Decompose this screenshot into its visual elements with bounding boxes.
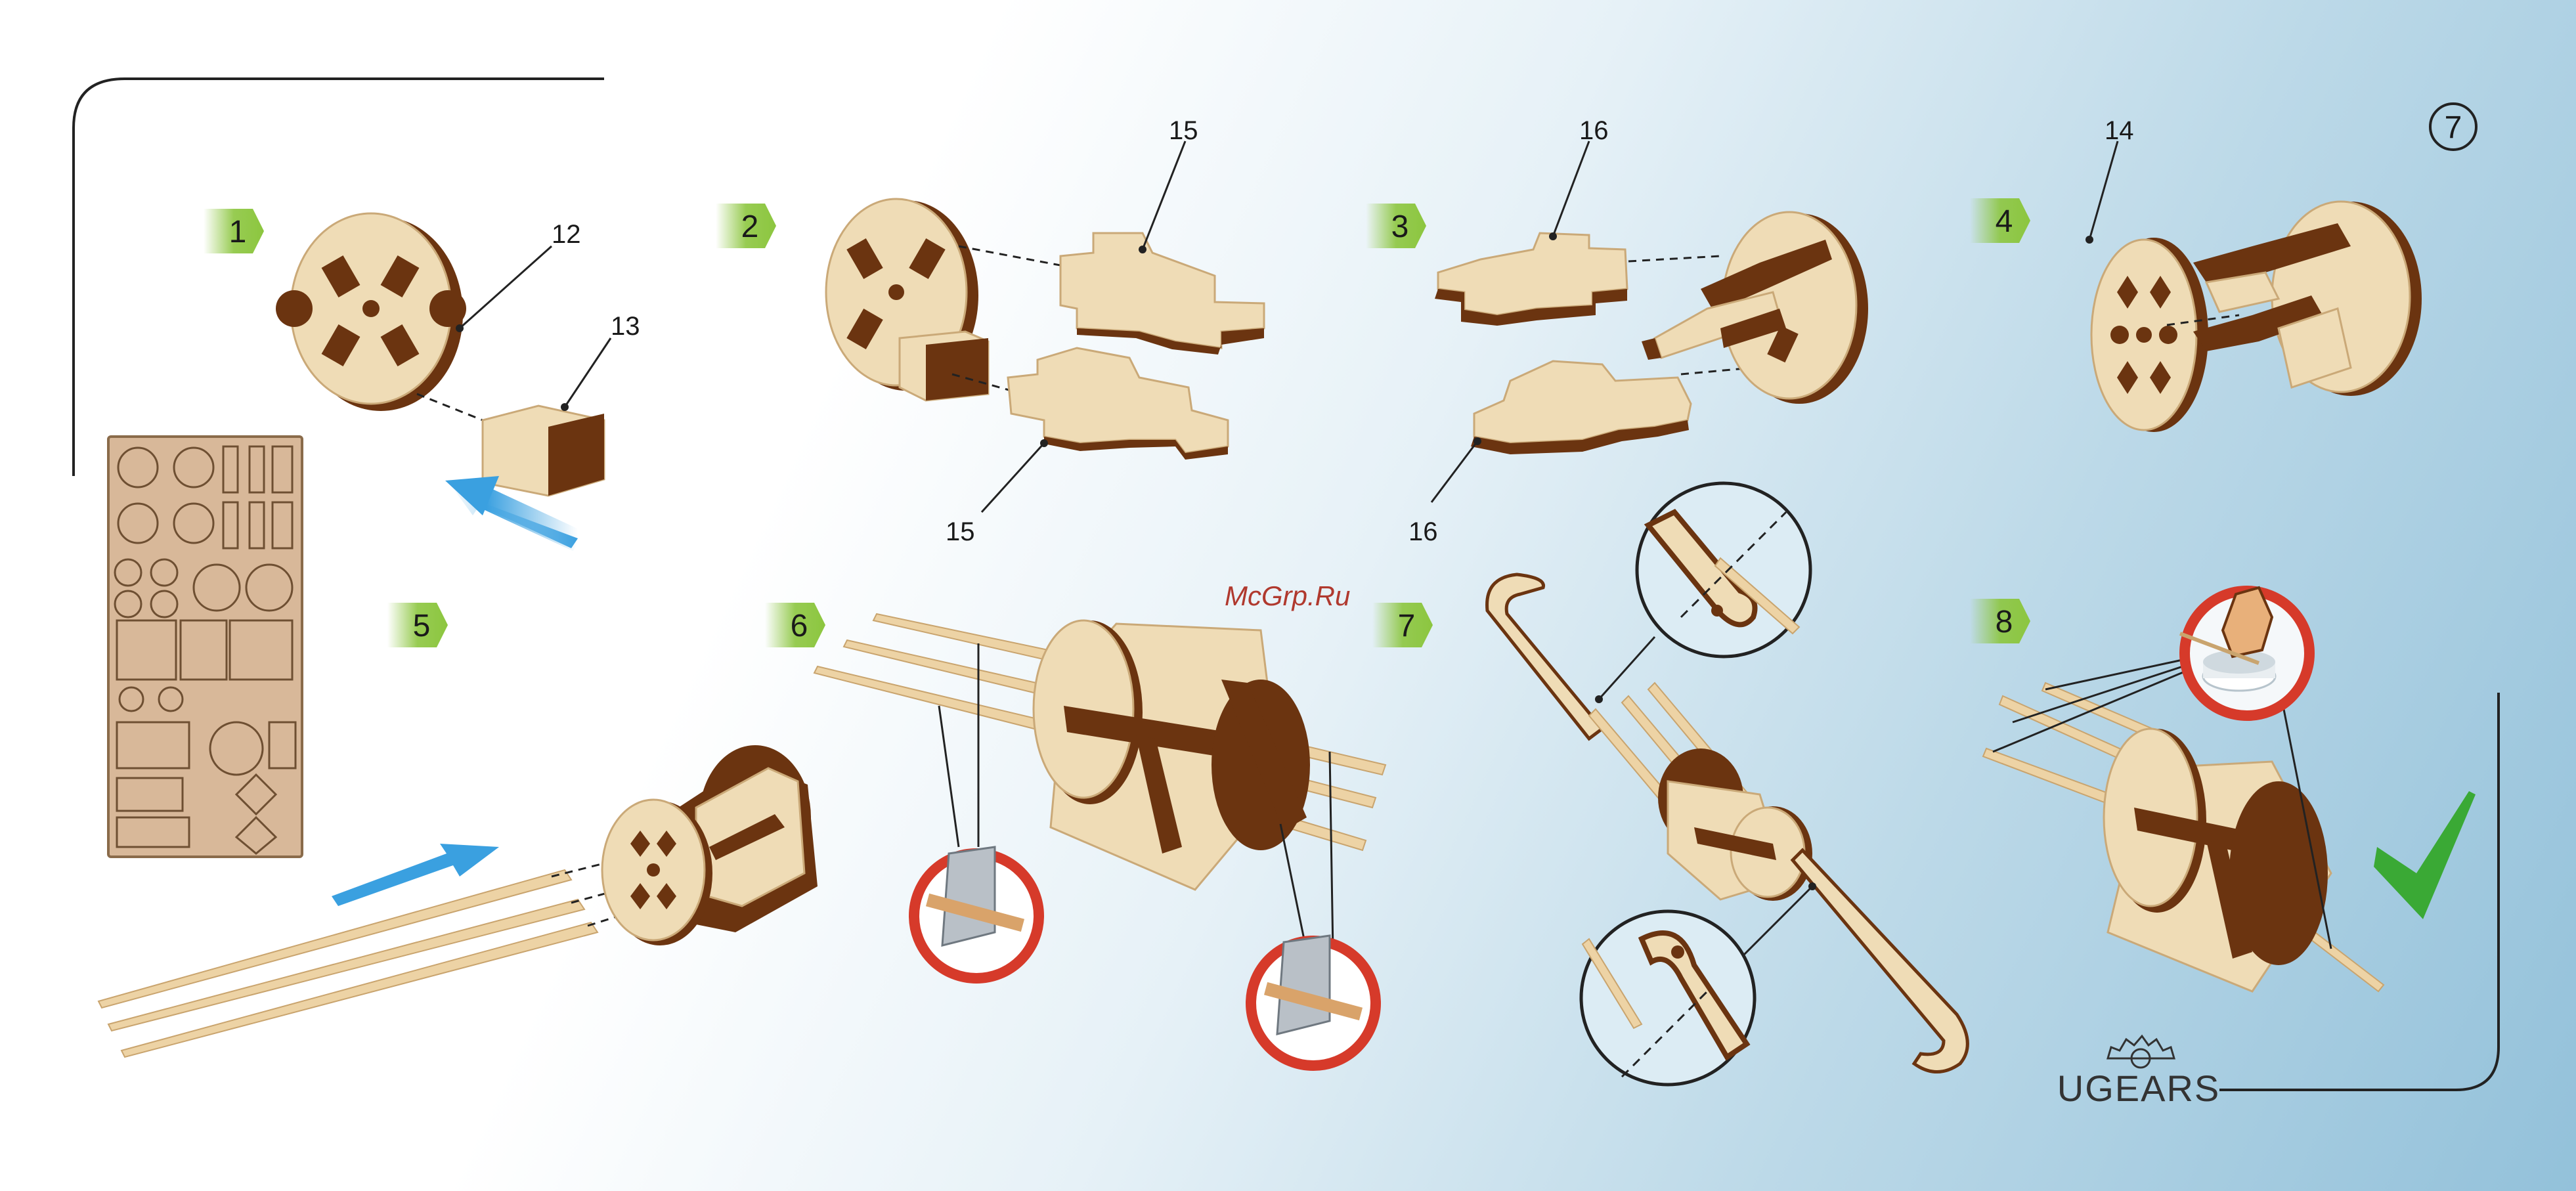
parts-sheet: [108, 437, 302, 857]
arrow-shaft-1: [486, 498, 578, 541]
knife-blade-icon: [914, 847, 1039, 978]
ugears-logo: UGEARS: [2057, 1036, 2221, 1109]
leader-12: [460, 246, 552, 328]
watermark: McGrp.Ru: [1225, 580, 1350, 611]
checkmark-icon: [2374, 791, 2476, 919]
gear-icon: [2108, 1036, 2174, 1068]
leader-16-top: [1553, 141, 1589, 236]
leader-6d: [1280, 824, 1307, 952]
step-number-6: 6: [791, 609, 808, 643]
leader-16-bottom: [1431, 441, 1477, 502]
guide-line-2a: [959, 246, 1064, 266]
step-badge-1: 1: [204, 209, 264, 253]
part-label-14: 14: [2105, 116, 2134, 145]
detail-circle-bottom: [1581, 911, 1755, 1085]
step-number-4: 4: [1996, 204, 2013, 239]
step-badge-6: 6: [765, 603, 825, 647]
part-label-15-top: 15: [1169, 116, 1198, 145]
step-badge-7: 7: [1372, 603, 1433, 647]
step-3-disc-part: [1642, 212, 1868, 404]
leader-15-bottom: [982, 443, 1044, 512]
leader-7a: [1599, 637, 1655, 699]
part-label-15-bottom: 15: [946, 517, 975, 546]
leader-14: [2089, 141, 2118, 240]
step-number-3: 3: [1391, 209, 1409, 244]
step-7-assembly: [1658, 748, 1812, 901]
part-label-16-top: 16: [1579, 116, 1609, 145]
brand-name: UGEARS: [2057, 1068, 2221, 1109]
part-label-13: 13: [611, 312, 640, 341]
step-number-8: 8: [1996, 605, 2013, 639]
step-1-disc-part: [276, 213, 466, 411]
detail-circle-top: [1637, 483, 1810, 657]
step-6-assembly: [1034, 620, 1310, 890]
step-number-1: 1: [229, 215, 247, 249]
step-2-part-15-top: [1060, 233, 1264, 355]
step-badge-2: 2: [716, 204, 776, 248]
step-7-hook-top: [1487, 574, 1602, 739]
step-7-hook-bottom: [1793, 850, 1967, 1072]
part-label-12: 12: [552, 220, 581, 249]
leader-6b: [939, 706, 959, 847]
guide-line-3a: [1628, 256, 1720, 261]
step-badge-3: 3: [1366, 204, 1426, 248]
knife-blade-icon-2: [1251, 936, 1376, 1066]
step-4-assembly: [2193, 202, 2422, 396]
leader-15-top: [1143, 141, 1185, 249]
step-number-2: 2: [741, 209, 759, 244]
page-number: 7: [2445, 110, 2462, 145]
step-1-block-part: [483, 406, 604, 496]
step-badge-8: 8: [1970, 599, 2030, 643]
step-number-7: 7: [1398, 609, 1416, 643]
part-label-16-bottom: 16: [1408, 517, 1438, 546]
step-number-5: 5: [413, 609, 431, 643]
step-badge-4: 4: [1970, 198, 2030, 243]
step-8-assembly: [2104, 729, 2331, 991]
step-2-disc-part: [826, 199, 988, 401]
step-3-part-16-bottom: [1471, 361, 1691, 454]
leader-13: [565, 338, 611, 407]
step-4-disc-part-14: [2091, 238, 2208, 432]
step-5-assembly: [602, 745, 818, 945]
glue-icon: [2180, 588, 2309, 716]
step-badge-5: 5: [387, 603, 448, 647]
step-3-part-16-top: [1435, 233, 1627, 326]
leader-6c: [1330, 752, 1333, 952]
